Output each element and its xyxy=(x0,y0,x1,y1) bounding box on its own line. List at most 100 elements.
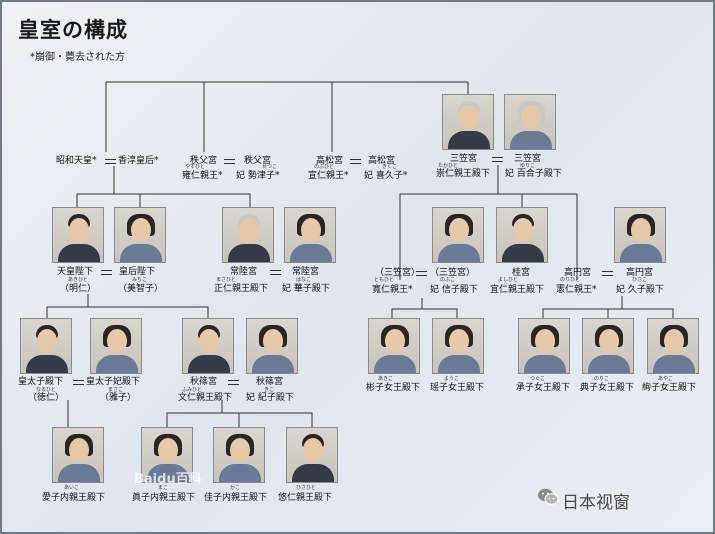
portrait-hisahito xyxy=(286,427,338,483)
katsura-title: 桂宮 xyxy=(512,268,531,278)
setsuko-name: 妃 勢津子* xyxy=(236,171,280,181)
akishino-title: 秋篠宮 xyxy=(190,377,218,387)
portrait-akishino xyxy=(182,318,234,374)
mikasa-title: 三笠宮 xyxy=(450,154,478,164)
akishino-spouse-title: 秋篠宮 xyxy=(256,377,284,387)
fumihito-ruby: ふみひと xyxy=(182,387,202,393)
naruhito-given: （徳仁） xyxy=(28,393,65,403)
chichibu-spouse-title: 秩父宮 xyxy=(244,156,272,166)
tomohito-name: 寬仁親王* xyxy=(372,285,413,295)
hitachi-spouse-title: 常陸宮 xyxy=(292,267,320,277)
takamado-spouse-title: 高円宮 xyxy=(626,268,654,278)
marriage-mark xyxy=(101,270,112,275)
marriage-mark xyxy=(492,157,503,162)
masahito-ruby: まさひと xyxy=(216,277,236,283)
mako-ruby: まこ xyxy=(158,485,169,491)
portrait-hisako xyxy=(614,207,666,263)
nobuhito-name: 宣仁親王* xyxy=(308,171,349,181)
kiko-name: 妃 紀子殿下 xyxy=(246,393,294,403)
portrait-noriko xyxy=(582,318,634,374)
empress-name: 皇后陛下 xyxy=(119,267,156,277)
kikuko-name: 妃 喜久子* xyxy=(364,171,408,181)
masako-given: （雅子） xyxy=(100,393,137,403)
hanako-name: 妃 華子殿下 xyxy=(282,284,330,294)
ayako-name: 絢子女王殿下 xyxy=(642,383,697,393)
marriage-mark xyxy=(270,270,281,275)
tomohito-title: （三笠宮） xyxy=(375,268,421,278)
brand-name: 日本视窗 xyxy=(562,493,630,513)
showa-name: 昭和天皇* xyxy=(56,156,97,166)
tomohito-ruby: ともひと xyxy=(374,277,394,283)
masahito-name: 正仁親王殿下 xyxy=(214,284,269,294)
fumihito-name: 文仁親王殿下 xyxy=(178,393,233,403)
aiko-ruby: あいこ xyxy=(64,485,80,491)
kikuko-ruby: きくこ xyxy=(382,164,398,170)
nobuhito-ruby: のぶひと xyxy=(314,164,334,170)
crown-princess-name: 皇太子妃殿下 xyxy=(86,377,141,387)
portrait-mako xyxy=(141,427,193,483)
portrait-crown-prince xyxy=(20,318,72,374)
marriage-mark xyxy=(602,271,613,276)
chichibu-title: 秩父宮 xyxy=(190,156,218,166)
portrait-akiko xyxy=(368,318,420,374)
norihito-name: 憲仁親王* xyxy=(556,285,597,295)
naruhito-ruby: なるひと xyxy=(36,387,56,393)
portrait-kiko xyxy=(246,318,298,374)
kojun-name: 香淳皇后* xyxy=(118,156,159,166)
noriko-ruby: のりこ xyxy=(594,376,610,382)
tsuguko-name: 承子女王殿下 xyxy=(516,383,571,393)
portrait-nobuko xyxy=(432,207,484,263)
takamatsu-title: 高松宮 xyxy=(316,156,344,166)
yoshihito-name: 宜仁親王殿下 xyxy=(490,285,545,295)
portrait-ayako xyxy=(647,318,699,374)
akihito-given: （明仁） xyxy=(60,284,97,294)
takahito-name: 崇仁親王殿下 xyxy=(436,169,491,179)
portrait-aiko xyxy=(52,427,104,483)
marriage-mark xyxy=(416,271,427,276)
kako-name: 佳子内親王殿下 xyxy=(204,493,268,503)
marriage-mark xyxy=(73,380,84,385)
hisahito-ruby: ひさひと xyxy=(296,485,316,491)
marriage-mark xyxy=(228,380,239,385)
tomohito-spouse-title: （三笠宮） xyxy=(430,268,476,278)
deceased-note: *崩御・薨去された方 xyxy=(30,52,125,63)
yuriko-name: 妃 百合子殿下 xyxy=(505,169,562,179)
akihito-ruby: あきひと xyxy=(68,277,88,283)
baidu-watermark: Baidu百科 xyxy=(134,472,202,487)
norihito-ruby: のりひと xyxy=(560,277,580,283)
page-title: 皇室の構成 xyxy=(18,17,128,42)
marriage-mark xyxy=(350,159,361,164)
portrait-empress xyxy=(114,207,166,263)
portrait-yoko xyxy=(432,318,484,374)
hisahito-name: 悠仁親王殿下 xyxy=(278,493,333,503)
aiko-name: 愛子内親王殿下 xyxy=(42,493,106,503)
michiko-given: （美智子） xyxy=(118,284,164,294)
yasuhito-ruby: やすひと xyxy=(185,164,205,170)
marriage-mark xyxy=(224,159,235,164)
portrait-kako xyxy=(213,427,265,483)
akiko-name: 彬子女王殿下 xyxy=(366,383,421,393)
portrait-tsuguko xyxy=(518,318,570,374)
yasuhito-name: 雍仁親王* xyxy=(182,171,223,181)
setsuko-ruby: せつこ xyxy=(262,164,278,170)
yoko-name: 瑶子女王殿下 xyxy=(430,383,485,393)
hisako-name: 妃 久子殿下 xyxy=(616,285,664,295)
portrait-crown-princess xyxy=(90,318,142,374)
portrait-katsura xyxy=(496,207,548,263)
yuriko-ruby: ゆりこ xyxy=(520,163,536,169)
akiko-ruby: あきこ xyxy=(378,376,394,382)
kiko-ruby: きこ xyxy=(264,387,275,393)
portrait-hitachi xyxy=(222,207,274,263)
takamado-title: 高円宮 xyxy=(564,268,592,278)
yoko-ruby: ようこ xyxy=(444,376,460,382)
nobuko-name: 妃 信子殿下 xyxy=(430,285,478,295)
hisako-ruby: ひさこ xyxy=(632,277,648,283)
hanako-ruby: はなこ xyxy=(296,277,312,283)
wechat-icon xyxy=(538,488,559,505)
yoshihito-ruby: よしひと xyxy=(498,277,518,283)
michiko-ruby: みちこ xyxy=(132,277,148,283)
takahito-ruby: たかひと xyxy=(438,163,458,169)
hitachi-title: 常陸宮 xyxy=(230,267,258,277)
portrait-mikasa xyxy=(442,94,494,150)
